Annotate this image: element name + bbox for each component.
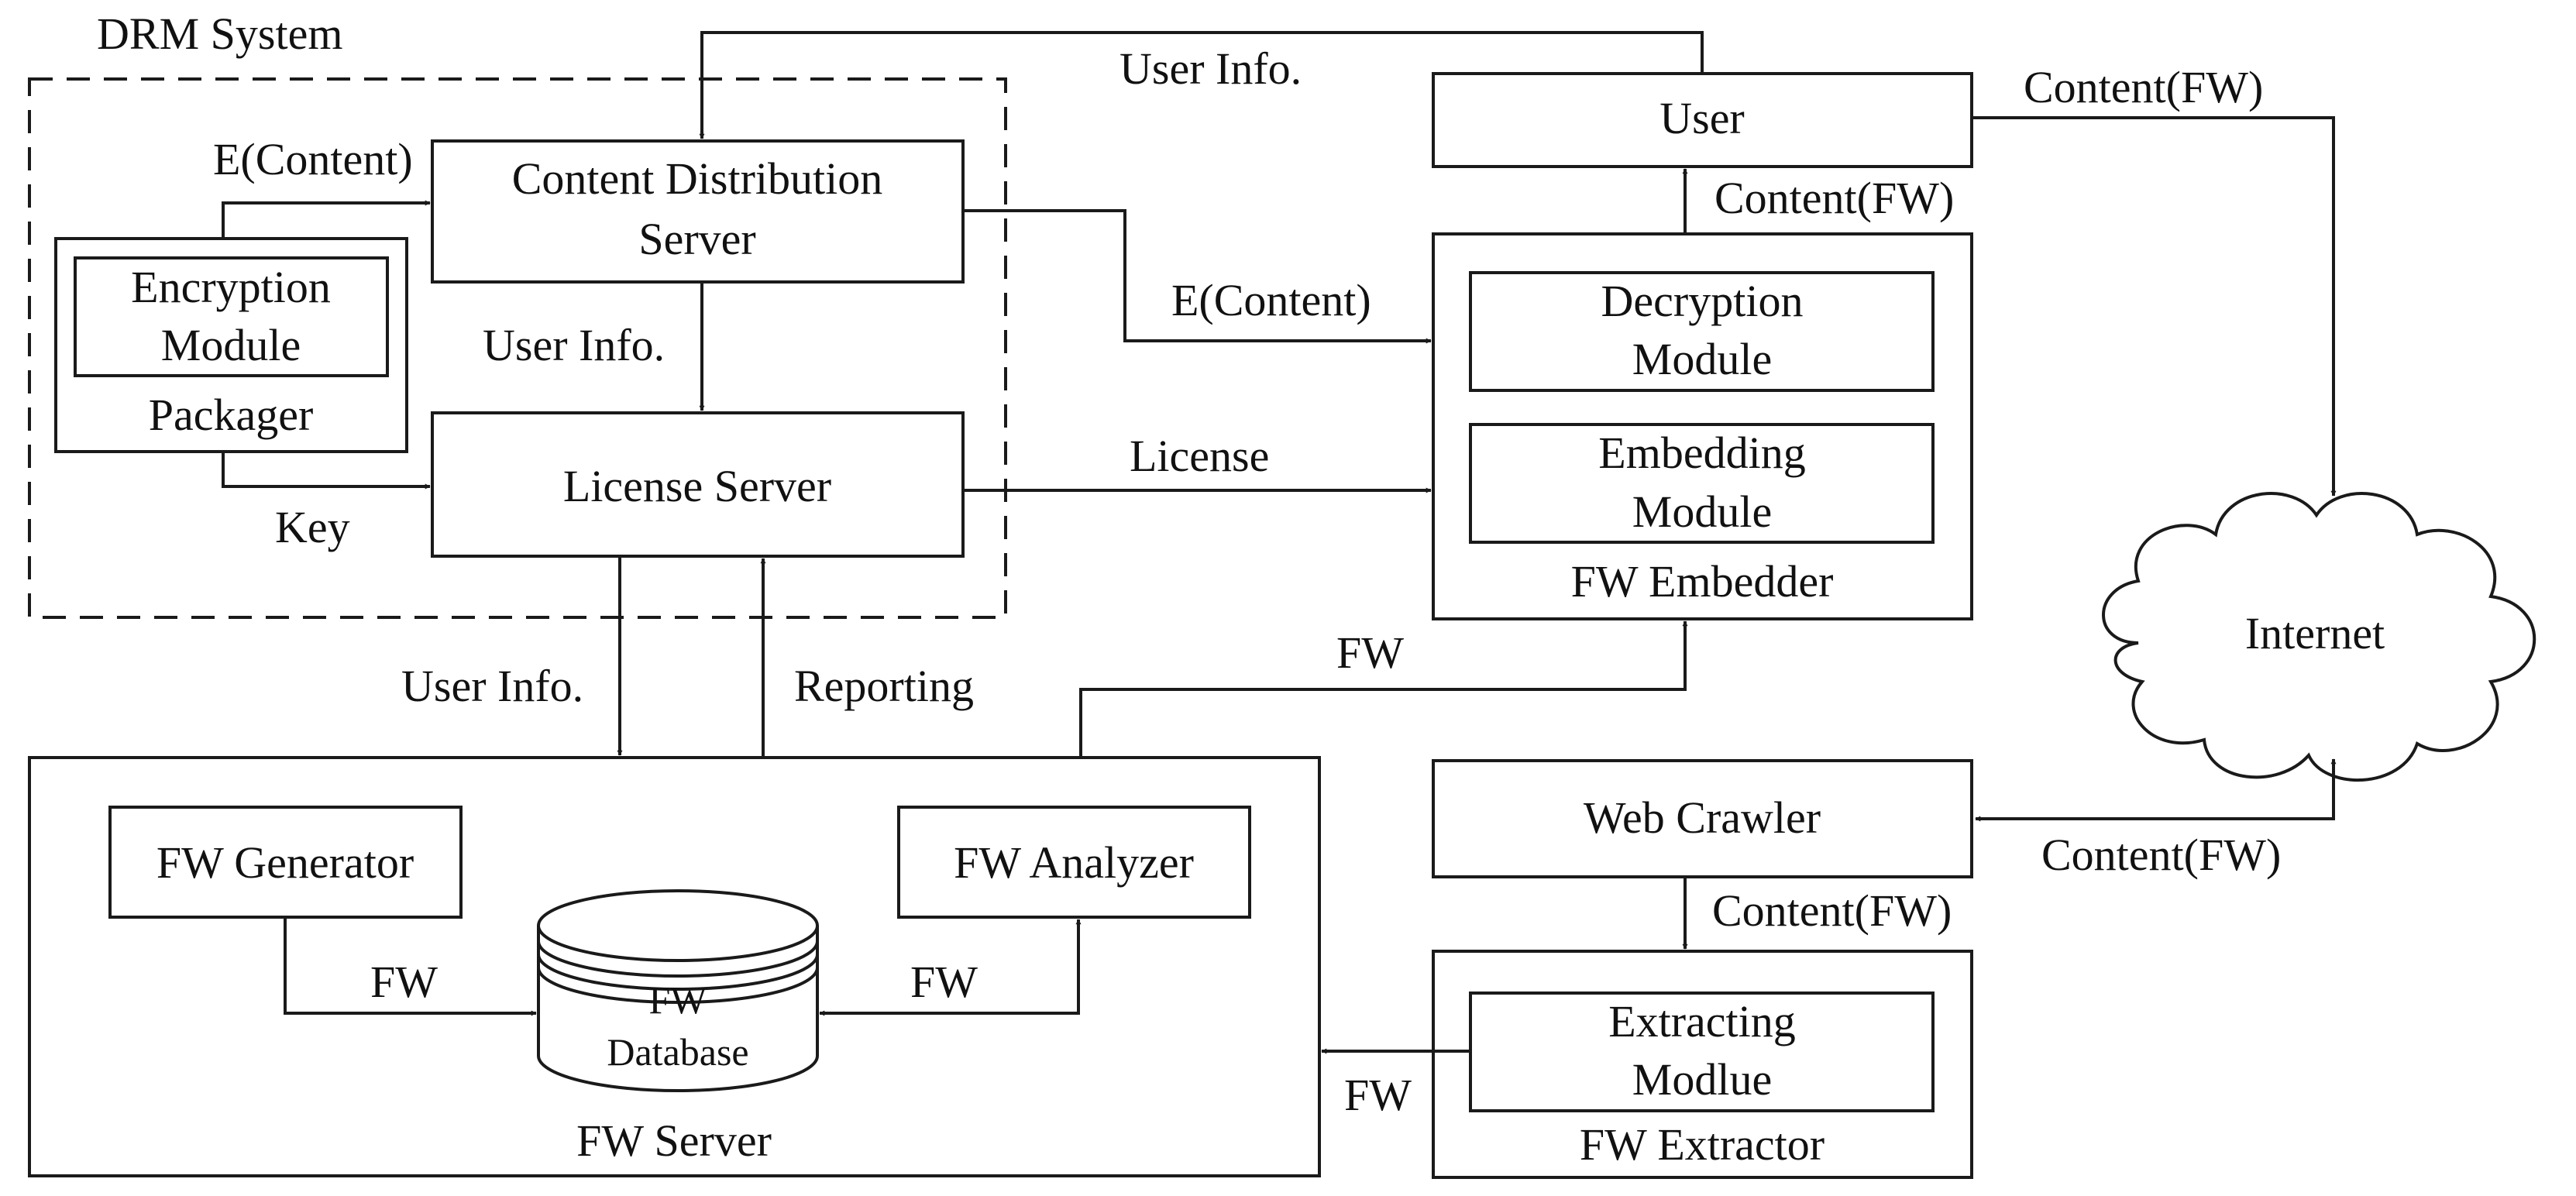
edge-label-fw-analyzer: FW — [910, 957, 978, 1007]
edge-label-content-fw-crawler: Content(FW) — [2041, 830, 2281, 880]
edge-label-user-info-top: User Info. — [1119, 43, 1302, 94]
license-server — [431, 411, 965, 558]
user-label: User — [1659, 93, 1745, 143]
fw-generator — [108, 806, 463, 919]
extracting-module — [1469, 992, 1935, 1112]
edge-packager-to-cds — [222, 200, 431, 239]
fw-analyzer-label: FW Analyzer — [954, 837, 1194, 888]
fw-embedder-group: Decryption Module Embedding Module FW Em… — [1432, 232, 1973, 620]
edge-db-analyzer — [819, 919, 1082, 1016]
packager-label: Packager — [149, 390, 314, 440]
decryption-module-label-2: Module — [1632, 334, 1772, 384]
content-distribution-server-label-1: Content Distribution — [512, 153, 883, 204]
fw-embedder-title: FW Embedder — [1571, 556, 1834, 607]
web-crawler-box — [1432, 759, 1973, 878]
internet-cloud — [2102, 492, 2536, 782]
fw-database-label-2: Database — [607, 1030, 748, 1074]
edge-label-key: Key — [275, 502, 350, 552]
edge-label-fw-embedder: FW — [1336, 627, 1404, 678]
drm-system-boundary — [28, 77, 1007, 619]
edge-label-user-info-license: User Info. — [401, 661, 583, 711]
edge-label-content-fw-user: Content(FW) — [2024, 62, 2263, 112]
fw-analyzer — [897, 806, 1251, 919]
drm-system-title: DRM System — [97, 9, 342, 59]
fw-generator-label: FW Generator — [156, 837, 414, 888]
embedding-module-label-2: Module — [1632, 486, 1772, 537]
encryption-module-label-1: Encryption — [131, 262, 331, 312]
edge-generator-to-db — [284, 917, 537, 1016]
embedding-module — [1469, 423, 1935, 544]
fw-database: FW Database — [537, 889, 819, 1092]
edge-label-reporting: Reporting — [794, 661, 974, 711]
extracting-module-label-2: Modlue — [1632, 1054, 1772, 1105]
edge-label-e-content-embedder: E(Content) — [1171, 275, 1371, 325]
embedding-module-label-1: Embedding — [1598, 428, 1805, 478]
decryption-module — [1469, 271, 1935, 392]
decryption-module-label-1: Decryption — [1601, 276, 1804, 326]
encryption-module-label-2: Module — [161, 320, 301, 370]
fw-extractor-title: FW Extractor — [1580, 1119, 1825, 1170]
user-box — [1432, 72, 1973, 168]
edge-user-to-internet — [1972, 116, 2337, 497]
license-server-label: License Server — [563, 461, 831, 511]
fw-database-label-1: FW — [649, 978, 708, 1022]
fw-extractor-group: Extracting Modlue FW Extractor — [1432, 950, 1973, 1179]
fw-server-title: FW Server — [576, 1115, 772, 1166]
edge-label-e-content-packager: E(Content) — [213, 134, 413, 184]
edge-cds-to-embedder — [963, 209, 1432, 344]
encryption-module — [74, 256, 389, 377]
edge-internet-crawler — [1975, 758, 2337, 822]
internet-label: Internet — [2245, 608, 2385, 658]
edge-label-content-fw-embedder: Content(FW) — [1714, 173, 1954, 223]
fw-server-group: FW Generator FW Analyzer FW Database FW … — [28, 756, 1321, 1177]
content-distribution-server-label-2: Server — [638, 214, 755, 264]
edge-label-user-info-cds: User Info. — [483, 320, 665, 370]
edge-label-license: License — [1130, 431, 1269, 481]
edge-label-fw-extractor: FW — [1344, 1070, 1412, 1120]
edge-fwserver-to-embedder — [1079, 620, 1688, 758]
edge-label-content-fw-extractor: Content(FW) — [1712, 885, 1952, 936]
edge-packager-to-license — [222, 452, 431, 490]
extracting-module-label-1: Extracting — [1608, 996, 1796, 1046]
edge-user-to-cds — [699, 31, 1704, 139]
internet-cloud-group: Internet — [2102, 492, 2536, 782]
web-crawler-label: Web Crawler — [1584, 792, 1821, 843]
drm-system-group: DRM System Content Distribution Server E… — [28, 9, 1007, 619]
edge-label-fw-generator: FW — [370, 957, 438, 1007]
